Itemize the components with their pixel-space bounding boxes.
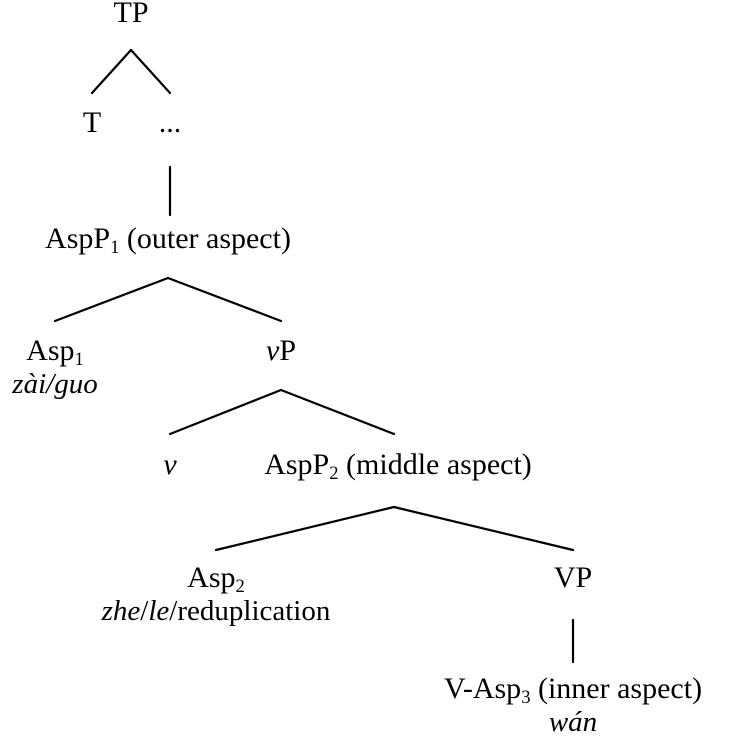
node-aspp2-label-tail: (middle aspect)	[338, 448, 532, 481]
node-asp2-gloss-sep-1: /	[140, 595, 149, 627]
node-t: T	[83, 108, 101, 138]
node-asp1-gloss: zài/guo	[12, 368, 98, 400]
branch-vp-small-to-aspp2	[279, 388, 396, 436]
node-asp1-label: Asp1	[26, 334, 84, 371]
branch-aspp1-to-asp1	[53, 276, 170, 323]
branch-tp-to-t	[90, 48, 133, 95]
node-tp: TP	[113, 0, 148, 28]
node-t-label: T	[82, 106, 102, 139]
branch-aspp2-to-vp	[392, 505, 575, 552]
node-aspp1-label: AspP1 (outer aspect)	[45, 222, 291, 259]
node-ellipsis-label: ...	[158, 106, 182, 139]
node-aspp2-subscript: 2	[329, 463, 339, 485]
node-v-head-label: v	[163, 448, 177, 481]
node-aspp2: AspP2 (middle aspect)	[264, 448, 532, 485]
branch-aspp1-to-vp-small	[166, 276, 283, 323]
node-tp-label: TP	[113, 0, 149, 29]
node-aspp1-subscript: 1	[110, 237, 120, 259]
node-asp2-subscript: 2	[235, 576, 245, 598]
node-asp2-label: Asp2	[187, 561, 245, 598]
node-v-asp3-label: V-Asp3 (inner aspect)	[443, 672, 703, 709]
branch-tp-to-ellipsis	[129, 48, 172, 95]
node-aspp2-label-main: AspP	[264, 448, 330, 481]
node-aspp1: AspP1 (outer aspect)	[45, 222, 291, 259]
node-v-asp3-label-main: V-Asp	[443, 672, 522, 705]
node-v-asp3-subscript: 3	[521, 687, 531, 709]
node-v-head: v	[163, 450, 176, 480]
node-asp1: Asp1 zài/guo	[12, 336, 97, 399]
node-asp2-gloss-zhe: zhe	[101, 595, 141, 627]
node-asp1-subscript: 1	[74, 349, 84, 371]
node-vp-small-label-roman: P	[279, 334, 297, 367]
branch-vp-small-to-v-head	[168, 388, 283, 436]
node-vp: VP	[554, 563, 592, 593]
node-asp2-gloss: zhe/le/reduplication	[102, 597, 331, 626]
node-aspp1-label-main: AspP	[45, 222, 111, 255]
node-v-asp3-gloss: wán	[548, 706, 598, 738]
node-vp-label: VP	[553, 561, 593, 594]
node-asp1-label-main: Asp	[26, 334, 75, 367]
node-aspp2-label: AspP2 (middle aspect)	[264, 448, 532, 485]
node-asp2-label-main: Asp	[187, 561, 236, 594]
node-asp2-gloss-reduplication: reduplication	[177, 595, 331, 627]
node-asp2-gloss-le: le	[148, 595, 170, 627]
node-v-asp3: V-Asp3 (inner aspect) wán	[444, 674, 702, 737]
node-vp-small: vP	[266, 336, 296, 366]
node-asp2: Asp2 zhe/le/reduplication	[102, 563, 331, 626]
node-asp2-gloss-sep-2: /	[169, 595, 178, 627]
branch-aspp2-to-asp2	[214, 505, 396, 552]
node-aspp1-label-tail: (outer aspect)	[119, 222, 291, 255]
node-v-asp3-label-tail: (inner aspect)	[530, 672, 703, 705]
node-vp-small-label-italic: v	[265, 334, 280, 367]
node-ellipsis: ...	[159, 108, 182, 138]
